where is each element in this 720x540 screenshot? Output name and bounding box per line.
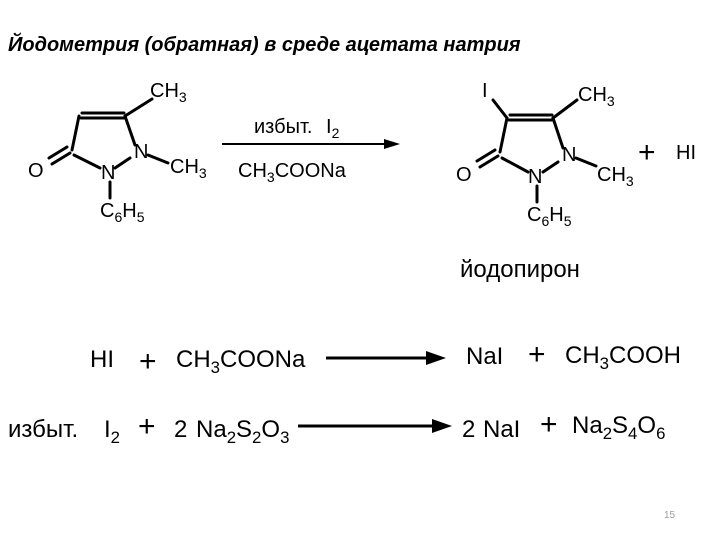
arrow1-top-label: избыт. I2 <box>254 116 340 141</box>
arrow1-bottom-label: CH3COONa <box>238 160 346 185</box>
reactant-n1: N <box>101 162 116 184</box>
product-iodine: I <box>482 80 488 102</box>
r3-right1: NaI <box>483 416 521 443</box>
iodine-reagent: I2 <box>326 116 340 141</box>
reactant-oxygen: O <box>28 160 44 182</box>
r2-plus2: + <box>528 338 546 371</box>
product-oxygen: O <box>456 164 472 186</box>
reactant-c6h5: C6H5 <box>100 200 145 225</box>
slide-title: Йодометрия (обратная) в среде ацетата на… <box>8 34 521 56</box>
r3-plus1: + <box>138 410 156 443</box>
r3-coef-right1: 2 <box>462 416 476 443</box>
reactant-ch3-n: CH3 <box>170 156 207 181</box>
excess-label: избыт. <box>254 116 313 138</box>
r3-coef-left2: 2 <box>174 416 188 443</box>
r3-prefix: избыт. <box>8 416 79 443</box>
byproduct-hi: HI <box>676 142 696 164</box>
product-n1: N <box>528 166 543 188</box>
r2-right1: NaI <box>466 343 504 370</box>
reactant-ch3-top: CH3 <box>150 80 187 105</box>
r2-plus1: + <box>139 345 157 378</box>
product-ch3-n: CH3 <box>597 164 634 189</box>
r3-right2: Na2S4O6 <box>572 412 666 443</box>
product-name: йодопирон <box>460 256 580 283</box>
product-ring-bonds <box>475 98 598 204</box>
reactant-n2: N <box>134 141 149 163</box>
page-number: 15 <box>664 510 676 521</box>
reaction1-plus: + <box>638 136 656 169</box>
r3-plus2: + <box>540 408 558 441</box>
product-c6h5: C6H5 <box>527 204 572 229</box>
arrow-reaction1 <box>222 139 400 149</box>
arrow-reaction3 <box>298 419 452 433</box>
product-n2: N <box>562 144 577 166</box>
r2-left2: CH3COONa <box>176 346 306 377</box>
r2-left1: HI <box>90 346 114 373</box>
r3-left2: Na2S2O3 <box>196 416 290 447</box>
product-ch3-top: CH3 <box>578 84 615 109</box>
arrow-reaction2 <box>326 351 446 365</box>
r2-right2: CH3COOH <box>565 342 682 373</box>
r3-left1: I2 <box>104 416 121 447</box>
reactant-ring-bonds <box>47 97 170 200</box>
